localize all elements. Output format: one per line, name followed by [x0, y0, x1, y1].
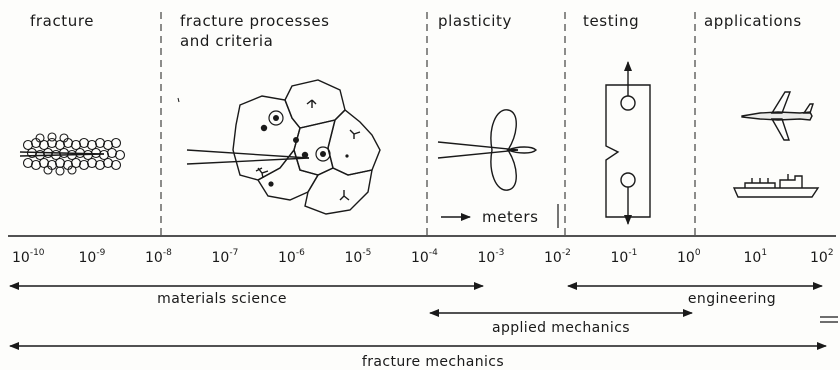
- svg-text:101: 101: [744, 248, 768, 266]
- header-testing: testing: [583, 12, 639, 30]
- axis-tick-label: 102: [810, 248, 834, 266]
- axis-tick-label: 10-5: [345, 248, 372, 266]
- axis-tick-exponent: -2: [562, 248, 571, 258]
- axis-tick-label: 10-6: [278, 248, 305, 266]
- axis-tick-base: 10: [611, 250, 629, 266]
- range-label-engineering: engineering: [688, 291, 776, 307]
- axis-tick-exponent: -9: [96, 248, 105, 258]
- axis-tick-base: 10: [278, 250, 296, 266]
- axis-tick-exponent: -8: [163, 248, 172, 258]
- range-arrows: materials science engineering applied mech…: [9, 282, 827, 370]
- svg-text:10-7: 10-7: [212, 248, 239, 266]
- svg-text:10-4: 10-4: [411, 248, 438, 266]
- axis-tick-base: 10: [810, 250, 828, 266]
- axis-tick-label: 10-8: [145, 248, 172, 266]
- svg-text:102: 102: [810, 248, 834, 266]
- header-processes-line2: and criteria: [180, 32, 273, 50]
- section-headers: fracture fracture processes and criteria…: [30, 12, 802, 50]
- svg-text:10-8: 10-8: [145, 248, 172, 266]
- axis-tick-exponent: -3: [495, 248, 504, 258]
- axis-tick-exponent: 2: [828, 248, 834, 258]
- svg-text:10-1: 10-1: [611, 248, 638, 266]
- header-applications: applications: [704, 12, 802, 30]
- axis-tick-label: 10-2: [544, 248, 571, 266]
- scale-marker-label: meters: [482, 208, 539, 226]
- axis-tick-exponent: 0: [695, 248, 701, 258]
- svg-text:10-10: 10-10: [12, 248, 45, 266]
- axis-tick-label: 100: [677, 248, 701, 266]
- test-specimen-illustration: [605, 61, 651, 225]
- aircraft-icon: [741, 91, 814, 141]
- svg-text:10-2: 10-2: [544, 248, 571, 266]
- axis-break-mark: [820, 316, 838, 323]
- axis-tick-label: 10-7: [212, 248, 239, 266]
- axis-tick-exponent: 1: [761, 248, 767, 258]
- axis-tick-exponent: -10: [30, 248, 45, 258]
- range-label-materials-science: materials science: [157, 291, 287, 307]
- atomic-lattice-illustration: [19, 132, 126, 176]
- axis-tick-base: 10: [79, 250, 97, 266]
- svg-text:10-6: 10-6: [278, 248, 305, 266]
- axis-tick-label: 10-3: [478, 248, 505, 266]
- section-dividers: [160, 12, 696, 236]
- axis-tick-label: 101: [744, 248, 768, 266]
- scale-marker: meters: [441, 204, 559, 228]
- axis-tick-base: 10: [744, 250, 762, 266]
- axis-tick-base: 10: [411, 250, 429, 266]
- plastic-zone-illustration: [437, 109, 537, 191]
- axis-tick-base: 10: [345, 250, 363, 266]
- axis-tick-exponent: -6: [296, 248, 305, 258]
- svg-text:10-9: 10-9: [79, 248, 106, 266]
- axis-tick-exponent: -4: [429, 248, 438, 258]
- range-label-fracture-mechanics: fracture mechanics: [362, 354, 504, 370]
- axis-tick-label: 10-9: [79, 248, 106, 266]
- header-fracture: fracture: [30, 12, 94, 30]
- axis-tick-base: 10: [544, 250, 562, 266]
- axis-tick-exponent: -5: [362, 248, 371, 258]
- axis-tick-base: 10: [145, 250, 163, 266]
- axis-tick-base: 10: [12, 250, 30, 266]
- axis-tick-label: 10-1: [611, 248, 638, 266]
- range-label-applied-mechanics: applied mechanics: [492, 320, 630, 336]
- svg-text:10-3: 10-3: [478, 248, 505, 266]
- header-processes-line1: fracture processes: [180, 12, 330, 30]
- axis-tick-exponent: -1: [628, 248, 637, 258]
- grain-structure-illustration: [177, 79, 381, 215]
- ship-icon: [732, 174, 820, 198]
- axis-tick-exponent: -7: [229, 248, 238, 258]
- axis-tick-base: 10: [677, 250, 695, 266]
- header-plasticity: plasticity: [438, 12, 512, 30]
- svg-text:100: 100: [677, 248, 701, 266]
- svg-text:10-5: 10-5: [345, 248, 372, 266]
- axis-tick-base: 10: [212, 250, 230, 266]
- axis-tick-label: 10-4: [411, 248, 438, 266]
- axis-tick-label: 10-10: [12, 248, 45, 266]
- axis-tick-base: 10: [478, 250, 496, 266]
